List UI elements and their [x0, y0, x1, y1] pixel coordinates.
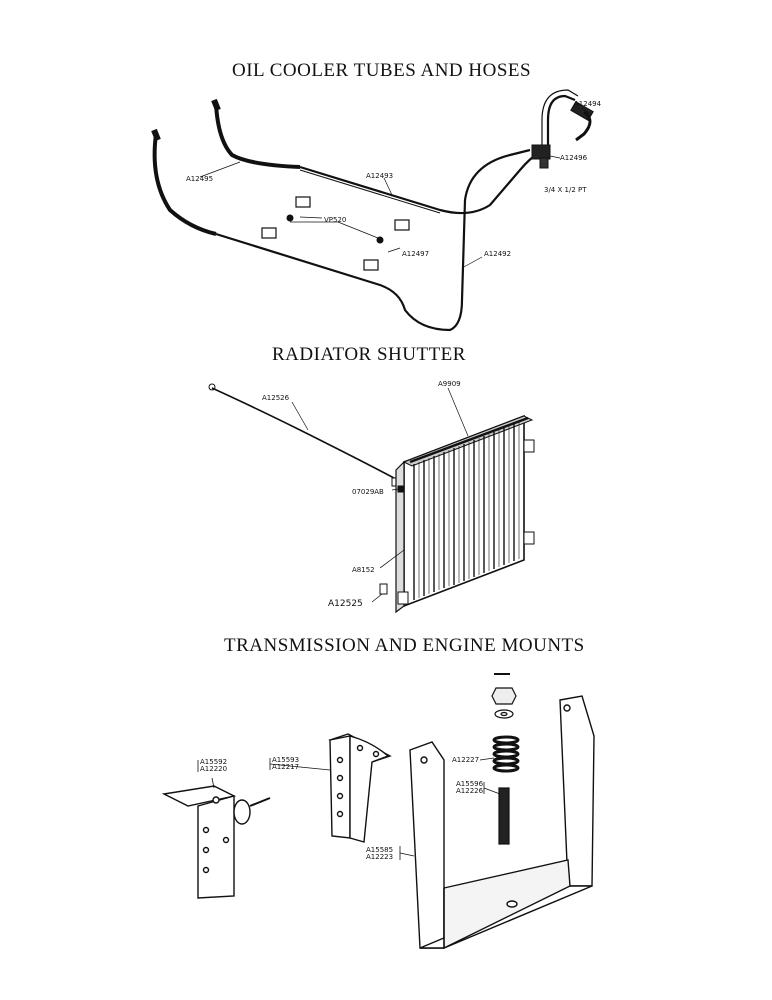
label-a15585: A15585 — [366, 846, 393, 854]
lower-tube — [215, 148, 531, 332]
label-a12497: A12497 — [402, 250, 429, 258]
radiator-shutter-title: RADIATOR SHUTTER — [272, 344, 466, 365]
label-a12492: A12492 — [484, 250, 511, 258]
spring-a12227 — [492, 735, 520, 773]
oil-cooler-assembly — [151, 89, 594, 332]
clip-3 — [394, 219, 410, 231]
mount-bracket-a15592 — [161, 785, 271, 899]
part-a12525 — [379, 583, 388, 595]
label-a15596: A15596 — [456, 780, 484, 788]
label-a12494: A12494 — [574, 100, 602, 108]
label-a9909: A9909 — [438, 380, 461, 388]
stud-a12226 — [498, 787, 510, 845]
mounts-assembly — [161, 673, 595, 950]
oil-cooler-title: OIL COOLER TUBES AND HOSES — [232, 60, 532, 81]
control-cable — [211, 387, 395, 479]
label-a12495: A12495 — [186, 175, 213, 183]
mount-hardware — [491, 673, 520, 845]
clip-1 — [295, 196, 311, 208]
label-a12223: A12223 — [366, 853, 393, 861]
mount-bracket-a15593 — [328, 733, 392, 843]
label-a8152: A8152 — [352, 566, 375, 574]
upper-tube — [299, 150, 548, 215]
label-a12226: A12226 — [456, 787, 484, 795]
part-07029ab — [397, 485, 405, 493]
radiator-shutter-assembly — [208, 383, 535, 614]
upper-hose — [214, 103, 301, 169]
fitting-a12496 — [531, 144, 551, 160]
shutter-vanes — [413, 422, 520, 600]
label-vp520: VP520 — [324, 216, 346, 224]
mounts-title: TRANSMISSION AND ENGINE MOUNTS — [224, 635, 585, 656]
label-pipe-size: 3/4 X 1/2 PT — [544, 186, 587, 194]
label-a12493: A12493 — [366, 172, 393, 180]
label-a12496: A12496 — [560, 154, 588, 162]
label-a12217: A12217 — [272, 763, 299, 771]
clip-4 — [363, 259, 379, 271]
label-a15593: A15593 — [272, 756, 299, 764]
label-a12526: A12526 — [262, 394, 290, 402]
label-a12227: A12227 — [452, 756, 479, 764]
mount-frame-a15585 — [409, 695, 595, 950]
clip-2 — [261, 227, 277, 239]
loop-tube — [546, 94, 576, 152]
label-a12525: A12525 — [328, 599, 363, 609]
label-07029ab: 07029AB — [352, 488, 384, 496]
label-a15592: A15592 — [200, 758, 227, 766]
label-a12220: A12220 — [200, 765, 227, 773]
lower-hose — [152, 133, 217, 236]
